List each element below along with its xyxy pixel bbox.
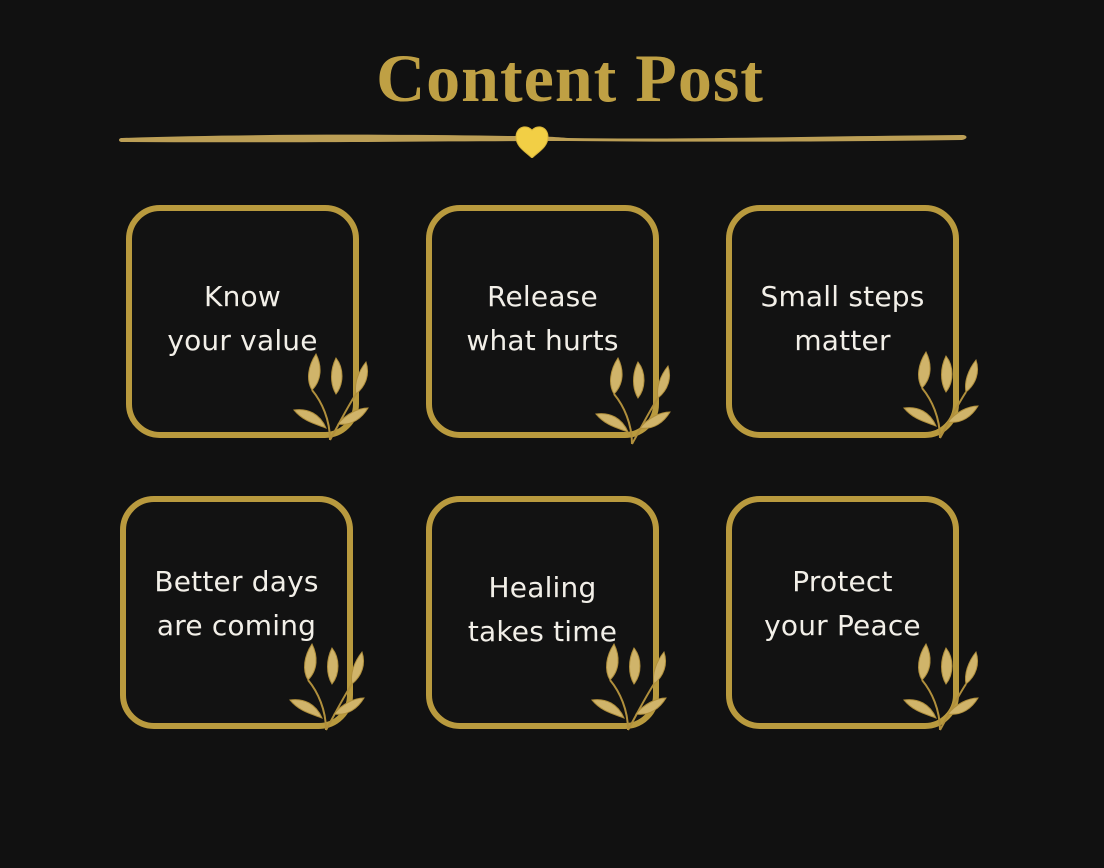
page-title: Content Post: [376, 40, 764, 116]
card-protect-your-peace[interactable]: Protect your Peace: [726, 496, 959, 729]
card-line-1: Protect: [792, 565, 893, 598]
card-release-what-hurts[interactable]: Release what hurts: [426, 205, 659, 438]
card-line-2: what hurts: [466, 324, 619, 357]
leaf-sprig-icon: [903, 643, 979, 731]
leaf-sprig-icon: [591, 643, 667, 731]
card-line-2: your Peace: [764, 609, 921, 642]
card-know-your-value[interactable]: Know your value: [126, 205, 359, 438]
card-line-1: Release: [487, 280, 598, 313]
heart-icon: [515, 126, 549, 158]
leaf-sprig-icon: [289, 643, 365, 731]
card-better-days-are-coming[interactable]: Better days are coming: [120, 496, 353, 729]
card-line-1: Better days: [154, 565, 319, 598]
card-line-1: Healing: [488, 571, 597, 604]
card-line-1: Small steps: [760, 280, 925, 313]
card-line-2: are coming: [156, 609, 317, 642]
title-divider: [119, 126, 967, 158]
card-healing-takes-time[interactable]: Healing takes time: [426, 496, 659, 729]
card-line-2: takes time: [467, 615, 618, 648]
leaf-sprig-icon: [595, 357, 671, 445]
card-line-1: Know: [204, 280, 281, 313]
leaf-sprig-icon: [293, 353, 369, 441]
card-line-2: matter: [794, 324, 891, 357]
leaf-sprig-icon: [903, 351, 979, 439]
card-line-2: your value: [167, 324, 318, 357]
card-small-steps-matter[interactable]: Small steps matter: [726, 205, 959, 438]
